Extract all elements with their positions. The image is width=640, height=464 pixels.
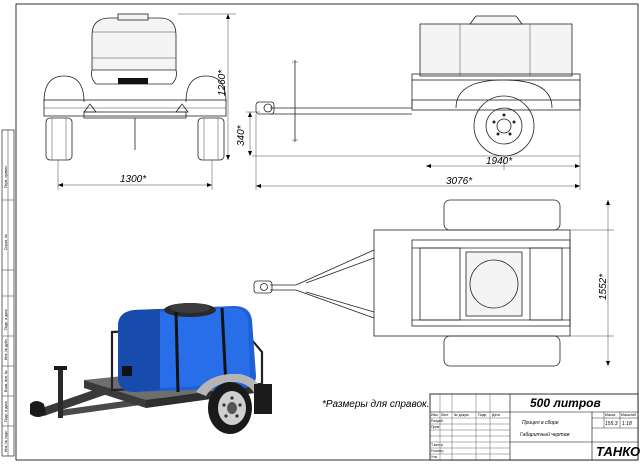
title-block-mass-label: Масса (605, 413, 615, 417)
title-block-scale-label: Масштаб (621, 413, 636, 417)
side-label-3: Подп. и дата (4, 309, 8, 330)
dim-overall-length: 3076* (446, 176, 473, 187)
tb-header-izm: Изм. (431, 413, 439, 417)
tb-role-developer: Разраб. (431, 419, 444, 423)
dim-overall-width: 1552* (598, 273, 609, 300)
title-block-subtitle: Прицеп в сборе (522, 420, 559, 426)
trailer-3d-render (30, 303, 272, 434)
title-block-drawing-type: Габаритный чертеж (520, 431, 570, 438)
tb-role-checker: Пров. (431, 425, 440, 429)
tb-header-doc: № докум. (454, 413, 469, 417)
side-label-1: Перв. примен. (4, 165, 8, 188)
left-binding-strip: Перв. примен. Справ. № Подп. и дата Инв.… (1, 129, 15, 457)
side-label-4: Инв. № дубл. (4, 338, 8, 360)
tb-role-ncontrol: Н.контр. (431, 449, 444, 453)
tb-role-approved: Утв. (431, 455, 438, 459)
title-block-scale-value: 1:18 (622, 421, 632, 427)
dim-axle-to-rear: 1940* (486, 156, 513, 167)
side-label-7: Инв. № подл. (4, 430, 8, 452)
tb-role-tcontrol: Т.контр. (431, 443, 444, 447)
side-view (246, 15, 581, 190)
tb-header-list: Лист (441, 413, 449, 417)
top-view (253, 199, 614, 367)
title-block-company: ТАНКО (596, 444, 640, 459)
reference-note: *Размеры для справок. (322, 399, 430, 410)
side-label-5: Взам. инв. № (4, 370, 8, 392)
tb-header-date: Дата (492, 413, 500, 417)
title-block (429, 393, 639, 461)
title-block-mass-value: 155.3 (605, 421, 618, 427)
front-view (43, 13, 236, 190)
side-label-2: Справ. № (4, 234, 8, 250)
side-label-6: Подп. и дата (4, 401, 8, 422)
dim-overall-height: 1260* (217, 69, 228, 96)
title-block-title: 500 литров (530, 396, 601, 410)
dim-hitch-height: 340* (236, 124, 247, 146)
tb-header-sign: Подп. (478, 413, 487, 417)
drawing-border (15, 3, 639, 461)
dim-track-width: 1300* (120, 174, 147, 185)
